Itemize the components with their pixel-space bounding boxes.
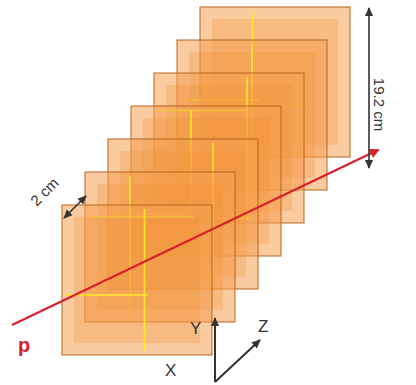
sensor-area xyxy=(74,217,200,343)
axis-label: X xyxy=(165,362,176,379)
axis-label: Y xyxy=(190,320,201,337)
detector-planes xyxy=(62,7,350,355)
vertical-strip xyxy=(144,209,146,351)
height-label: 19.2 cm xyxy=(372,78,387,131)
y-axis xyxy=(214,318,216,382)
height-dimension xyxy=(368,8,370,168)
spacing-label: 2 cm xyxy=(27,175,61,209)
z-axis xyxy=(215,340,260,382)
proton-track xyxy=(12,150,378,325)
particle-label: p xyxy=(18,335,30,355)
axis-label: Z xyxy=(258,318,268,335)
detector-plane xyxy=(62,205,212,355)
spacing-dimension xyxy=(64,196,86,218)
